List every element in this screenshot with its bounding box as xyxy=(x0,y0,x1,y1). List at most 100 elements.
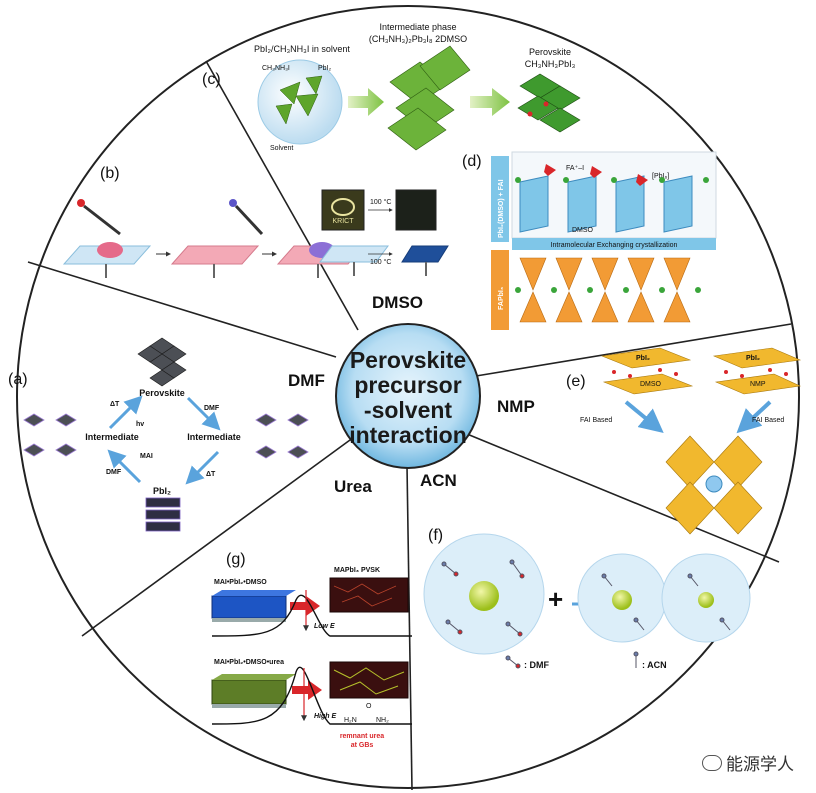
sector-dividers xyxy=(27,60,792,791)
panel-c-label: (c) xyxy=(202,71,221,88)
a-perovskite-label: Perovskite xyxy=(139,388,185,398)
e-pbi2-right-label: PbI₂ xyxy=(746,355,760,362)
panel-c: (c) PbI₂/CH₃NH₃I in solvent Intermediate… xyxy=(202,22,581,152)
panel-c-solvent-label: Solvent xyxy=(270,145,293,152)
g-bottom-left-label: MAI•PbI₂•DMSO•urea xyxy=(214,659,284,666)
panel-a-label: (a) xyxy=(8,371,28,388)
panel-d-label: (d) xyxy=(462,153,482,170)
d-side-bar-top xyxy=(491,156,509,242)
wechat-icon xyxy=(702,754,722,771)
g-pvsk-film-bottom xyxy=(329,661,409,699)
d-octahedra-top xyxy=(519,175,693,233)
panel-c-intermediate-label-1: Intermediate phase xyxy=(379,22,456,32)
g-red-arrow-top xyxy=(290,596,320,616)
panel-g: (g) MAI•PbI₂•DMSO MAPbI₃ PVSK Low E MAI•… xyxy=(211,551,412,749)
f-molecules xyxy=(441,559,731,637)
substrate-2 xyxy=(170,245,260,265)
solution-crystals xyxy=(275,75,323,125)
g-urea-h2n: H₂N xyxy=(344,717,357,724)
e-solvent-molecules xyxy=(612,368,788,378)
g-remnant-line1: remnant urea xyxy=(340,733,384,740)
g-green-film-side xyxy=(212,674,296,680)
a-perovskite-crystal xyxy=(137,337,187,387)
e-pbi2-layer-left xyxy=(600,347,694,395)
e-arrow-left xyxy=(624,400,664,434)
panel-d: (d) PbI₂(DMSO) + FAI FAPbI₃ FA⁺–I [PbI₆]… xyxy=(462,151,717,330)
a-dt-bottom-label: ΔT xyxy=(206,471,216,478)
e-pbi2-layer-right xyxy=(712,347,802,395)
e-fai-right-label: FAI Based xyxy=(752,417,784,424)
panel-e: (e) PbI₂ PbI₂ DMSO NMP FAI Based FAI Bas… xyxy=(566,347,802,535)
a-arrow-int-left-to-perov xyxy=(108,395,143,430)
d-fa-label: FA⁺–I xyxy=(566,165,584,172)
watermark: 能源学人 xyxy=(702,750,794,775)
a-pbi2-crystal xyxy=(145,497,181,532)
panel-e-label: (e) xyxy=(566,373,586,390)
g-pvsk-grains-bottom xyxy=(333,667,405,695)
a-dt-top-label: ΔT xyxy=(110,401,120,408)
panel-b: (b) KRICT 100 °C 100 °C xyxy=(62,165,449,278)
g-energy-curve-top xyxy=(211,594,412,637)
dark-film xyxy=(395,189,437,231)
a-intermediate-right-structure xyxy=(255,413,309,459)
g-high-ea-label: High E xyxy=(314,713,336,720)
f-legend-dmf: : DMF xyxy=(524,660,549,670)
solvent-label-dmso: DMSO xyxy=(372,293,423,312)
d-pbi6-label: [PbI₆] xyxy=(652,173,669,180)
solvent-label-acn: ACN xyxy=(420,471,457,490)
a-pbi2-label: PbI₂ xyxy=(153,486,171,496)
d-exchange-text: Intramolecular Exchanging crystallizatio… xyxy=(551,242,678,249)
temp-label-2: 100 °C xyxy=(370,258,391,266)
center-title-line1: Perovskite xyxy=(350,347,466,373)
pipette-2 xyxy=(229,199,264,236)
d-side-bar-bottom xyxy=(491,250,509,330)
d-side-text-bottom: FAPbI₃ xyxy=(498,287,505,310)
a-arrow-perov-to-int-right xyxy=(186,396,221,431)
e-fa-cation xyxy=(705,475,723,493)
d-side-text-top: PbI₂(DMSO) + FAI xyxy=(498,179,505,238)
f-ball-acn-2 xyxy=(698,592,714,608)
center-node: Perovskite precursor -solvent interactio… xyxy=(335,323,481,469)
d-dmso-label: DMSO xyxy=(572,227,594,234)
panel-a: (a) Perovskite DMF ΔT hv Intermediate In… xyxy=(8,337,309,532)
e-pbi2-left-label: PbI₂ xyxy=(636,355,650,362)
panel-b-label: (b) xyxy=(100,165,120,182)
center-title-line3: -solvent xyxy=(364,397,453,423)
watermark-text: 能源学人 xyxy=(726,755,794,775)
a-hv-label: hv xyxy=(136,421,144,428)
g-pvsk-grains-top xyxy=(333,583,397,607)
a-dmf-top-label: DMF xyxy=(204,405,220,412)
g-green-film-base xyxy=(212,704,286,708)
e-fapbi3-crystal xyxy=(665,435,763,535)
f-ball-dmf xyxy=(469,581,499,611)
substrate-5 xyxy=(401,245,449,263)
a-intermediate-left-structure xyxy=(23,413,77,457)
f-legend-acn: : ACN xyxy=(642,660,667,670)
f-ball-acn-1 xyxy=(612,590,632,610)
solvent-label-urea: Urea xyxy=(334,477,372,496)
center-title-line4: interaction xyxy=(349,422,467,448)
g-energy-curve-bottom xyxy=(211,666,412,725)
a-dmf-left-label: DMF xyxy=(106,469,122,476)
temp-label-1: 100 °C xyxy=(370,198,391,206)
panel-g-label: (g) xyxy=(226,551,246,568)
d-red-arrows xyxy=(544,164,648,186)
e-arrow-right xyxy=(736,400,772,434)
pipette-1 xyxy=(77,199,121,236)
a-arrow-pbi2-to-int-left xyxy=(107,449,142,484)
g-remnant-line2: at GBs xyxy=(351,742,374,749)
f-legend-dmf-icon xyxy=(505,655,521,669)
arrow-solution-to-intermediate xyxy=(348,88,384,116)
e-dmso-label: DMSO xyxy=(640,381,662,388)
g-blue-film-side xyxy=(212,590,296,596)
panel-c-perovskite-label-2: CH₃NH₃PbI₃ xyxy=(525,59,576,69)
e-fai-left-label: FAI Based xyxy=(580,417,612,424)
panel-f-label: (f) xyxy=(428,527,443,544)
panel-c-solution-label: PbI₂/CH₃NH₃I in solvent xyxy=(254,44,350,54)
e-nmp-label: NMP xyxy=(750,381,766,388)
solvent-label-dmf: DMF xyxy=(288,371,325,390)
intermediate-phase-crystal xyxy=(387,45,471,151)
droplet-1 xyxy=(97,242,123,258)
g-urea-o: O xyxy=(366,703,372,710)
g-green-film-top xyxy=(211,679,287,705)
